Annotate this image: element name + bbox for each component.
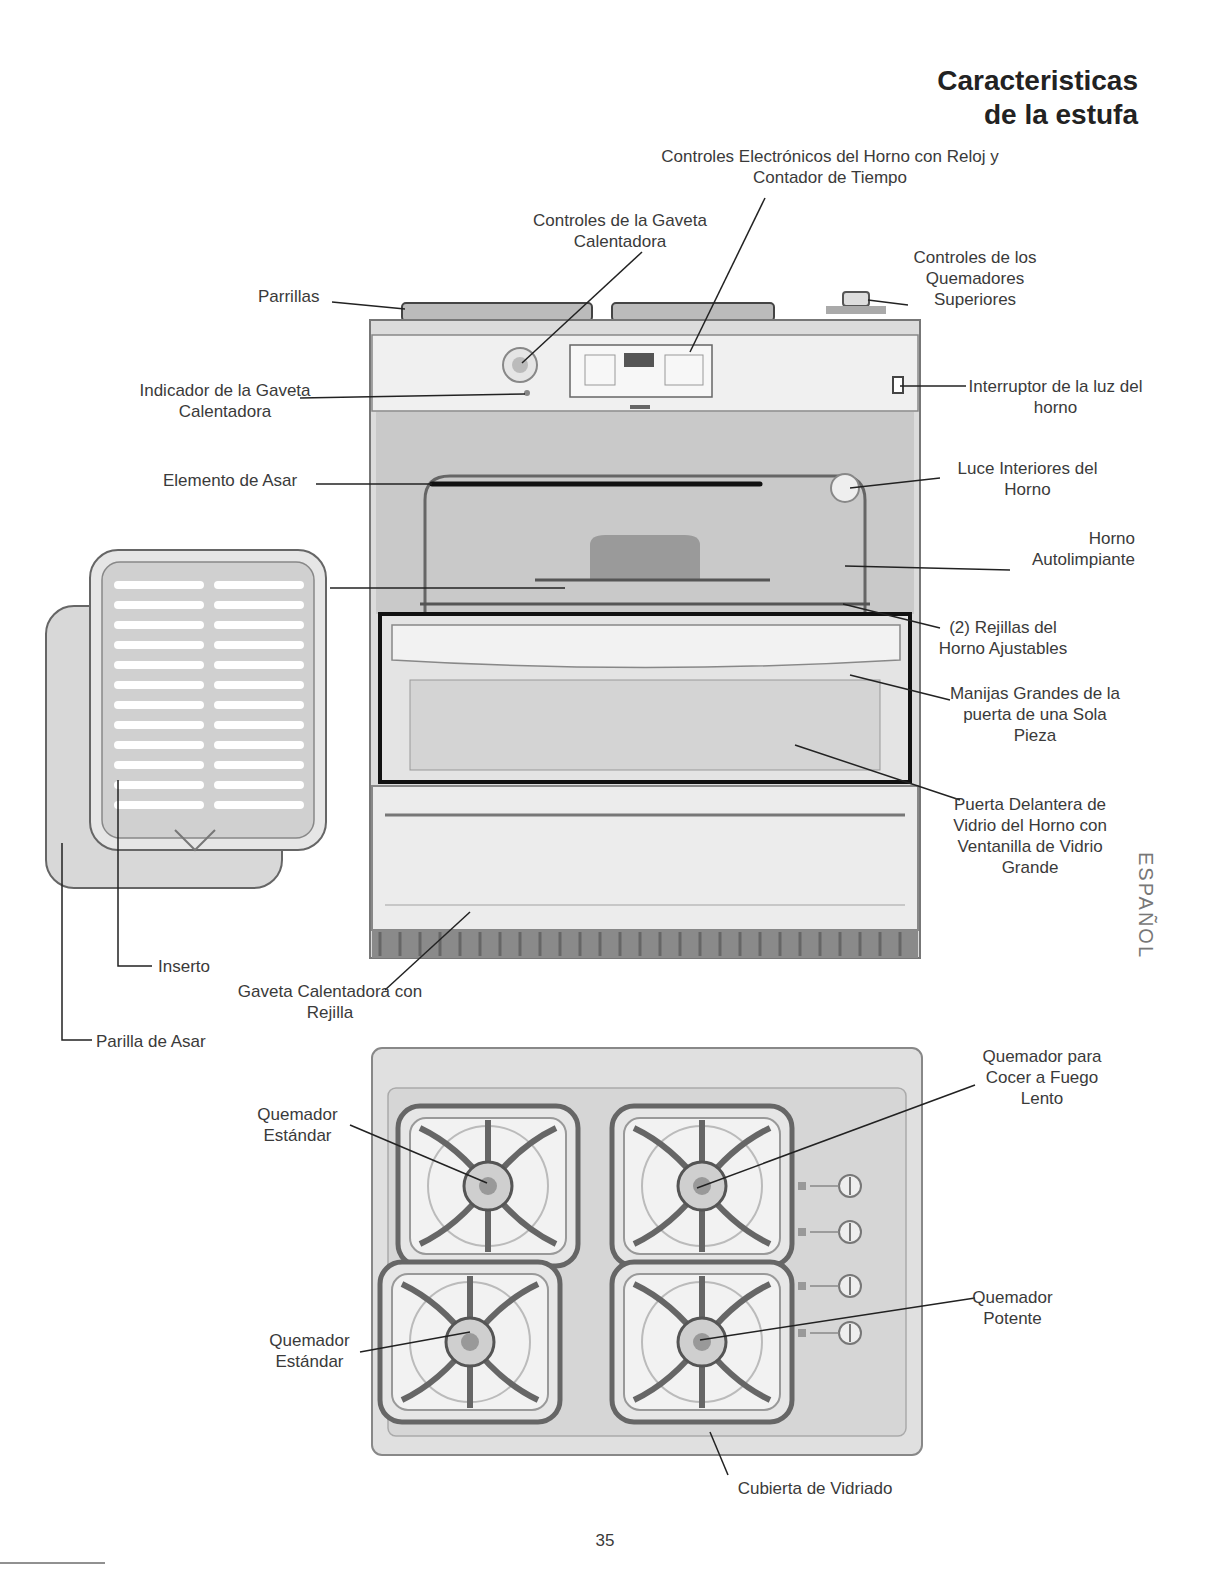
part-label: Luce Interiores del Horno [955, 458, 1100, 500]
part-label: Elemento de Asar [163, 470, 323, 491]
part-label: Interruptor de la luz del horno [968, 376, 1143, 418]
part-label: Inserto [158, 956, 238, 977]
part-label: Indicador de la Gaveta Calentadora [130, 380, 320, 422]
part-label: Gaveta Calentadora con Rejilla [235, 981, 425, 1023]
part-label: (2) Rejillas del Horno Ajustables [928, 617, 1078, 659]
part-label: Horno Autolimpiante [985, 528, 1135, 570]
part-label: Parilla de Asar [96, 1031, 236, 1052]
language-tab: ESPAÑOL [1135, 851, 1156, 961]
part-label: Quemador Estándar [247, 1330, 372, 1372]
page-number: 35 [580, 1530, 630, 1551]
part-label: Controles de los Quemadores Superiores [905, 247, 1045, 310]
part-label: Controles Electrónicos del Horno con Rel… [660, 146, 1000, 188]
part-label: Quemador para Cocer a Fuego Lento [972, 1046, 1112, 1109]
part-label: Puerta Delantera de Vidrio del Horno con… [940, 794, 1120, 878]
part-label: Parrillas [258, 286, 348, 307]
part-label: Controles de la Gaveta Calentadora [532, 210, 708, 252]
leader-lines [0, 198, 1010, 1563]
part-label: Quemador Estándar [235, 1104, 360, 1146]
part-label: Manijas Grandes de la puerta de una Sola… [945, 683, 1125, 746]
part-label: Cubierta de Vidriado [720, 1478, 910, 1499]
part-label: Quemador Potente [950, 1287, 1075, 1329]
page-title: Caracteristicas de la estufa [920, 64, 1138, 132]
